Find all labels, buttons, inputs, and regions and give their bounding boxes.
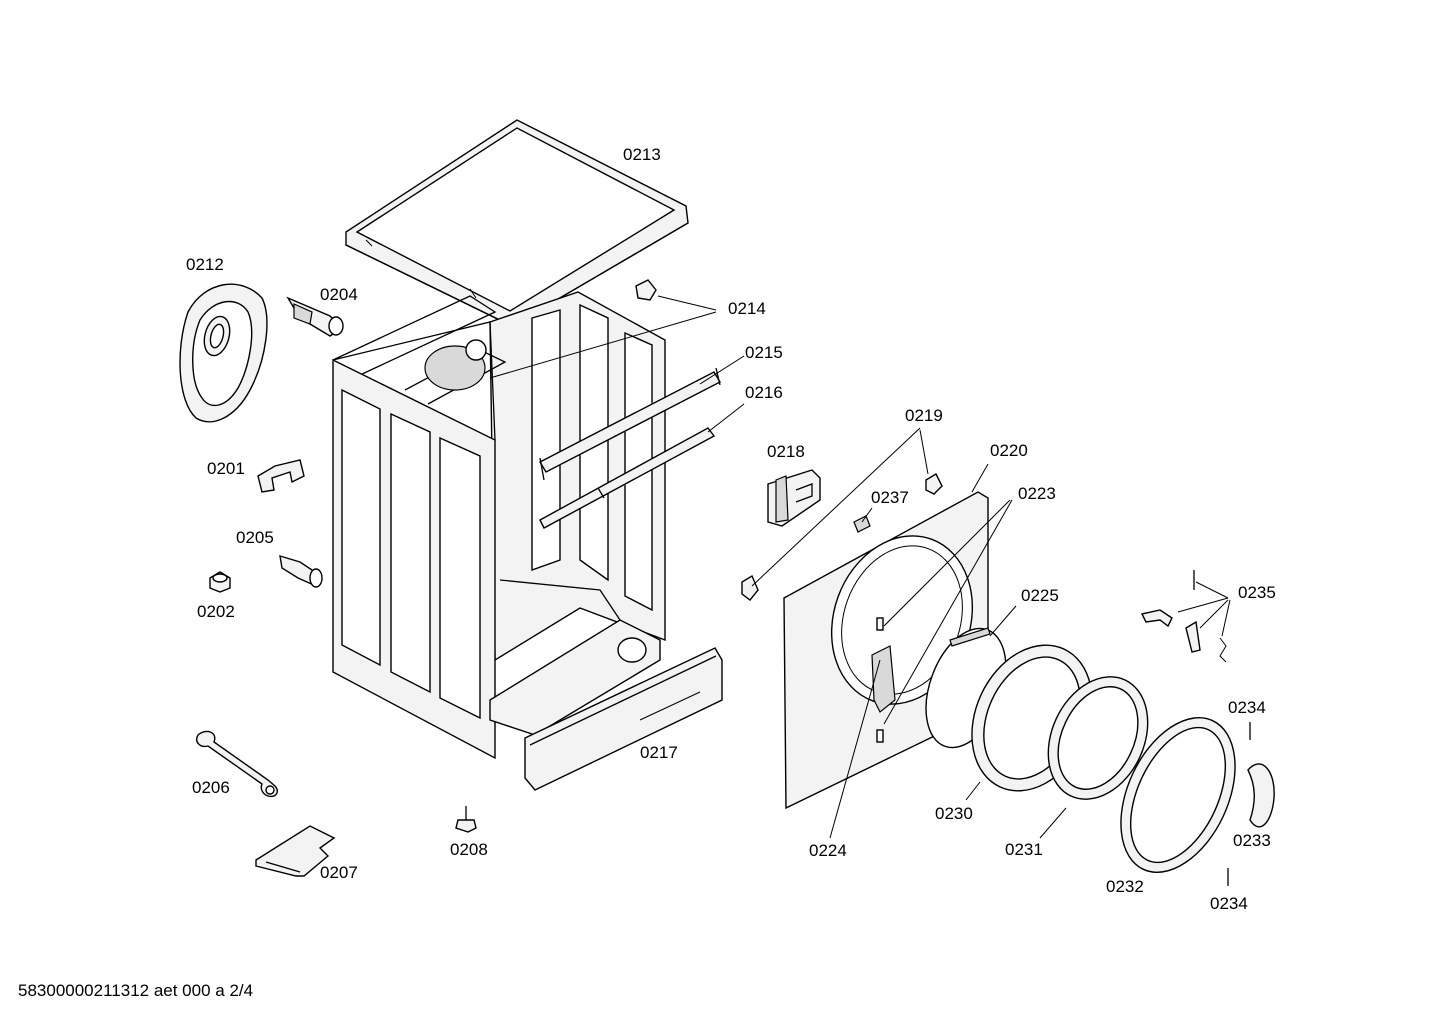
part-0235-hinge-set[interactable]	[1140, 570, 1227, 663]
label-0213: 0213	[623, 145, 661, 164]
part-rear-panel[interactable]	[179, 283, 268, 423]
part-labels: 0213 0212 0204 0214 0215 0216 0219 0218 …	[186, 145, 1276, 913]
label-0237: 0237	[871, 488, 909, 507]
label-0225: 0225	[1021, 586, 1059, 605]
label-0223: 0223	[1018, 484, 1056, 503]
label-0214: 0214	[728, 299, 766, 318]
label-0204: 0204	[320, 285, 358, 304]
label-0219: 0219	[905, 406, 943, 425]
part-0206-wrench[interactable]	[196, 730, 278, 798]
part-0219-clip-left[interactable]	[741, 574, 759, 601]
part-front-panel[interactable]	[783, 491, 995, 810]
part-0232-outer-door-ring[interactable]	[1098, 700, 1258, 891]
label-0217: 0217	[640, 743, 678, 762]
label-0231: 0231	[1005, 840, 1043, 859]
label-0218: 0218	[767, 442, 805, 461]
label-0232: 0232	[1106, 877, 1144, 896]
part-0219-clip-right[interactable]	[925, 473, 943, 495]
part-cross-strut-lower[interactable]	[539, 427, 716, 529]
label-0207: 0207	[320, 863, 358, 882]
label-0216: 0216	[745, 383, 783, 402]
part-cross-strut-upper[interactable]	[539, 367, 721, 481]
part-0202-foot[interactable]	[209, 571, 231, 593]
part-0214-clip[interactable]	[635, 279, 657, 301]
label-0215: 0215	[745, 343, 783, 362]
label-0234-lower: 0234	[1210, 894, 1248, 913]
part-0237-pin[interactable]	[853, 515, 871, 533]
label-0220: 0220	[990, 441, 1028, 460]
label-0212: 0212	[186, 255, 224, 274]
label-0208: 0208	[450, 840, 488, 859]
part-0204-damper[interactable]	[286, 296, 344, 337]
label-0234-upper: 0234	[1228, 698, 1266, 717]
leader-lines	[489, 295, 1231, 839]
label-0233: 0233	[1233, 831, 1271, 850]
part-0205-damper[interactable]	[279, 555, 323, 588]
label-0202: 0202	[197, 602, 235, 621]
part-0208-screw-foot[interactable]	[455, 806, 477, 833]
part-plinth-cover[interactable]	[524, 647, 723, 791]
label-0235: 0235	[1238, 583, 1276, 602]
part-0233-handle[interactable]	[1247, 763, 1275, 828]
part-0201-clip[interactable]	[257, 459, 305, 493]
label-0206: 0206	[192, 778, 230, 797]
label-0201: 0201	[207, 459, 245, 478]
document-id: 58300000211312 aet 000 a 2/4	[18, 981, 254, 1000]
part-0218-door-lock[interactable]	[767, 469, 821, 527]
part-0207-bracket[interactable]	[255, 825, 336, 877]
label-0230: 0230	[935, 804, 973, 823]
part-0231-door-glass[interactable]	[1029, 661, 1166, 816]
label-0224: 0224	[809, 841, 847, 860]
part-cabinet[interactable]	[332, 291, 666, 760]
label-0205: 0205	[236, 528, 274, 547]
